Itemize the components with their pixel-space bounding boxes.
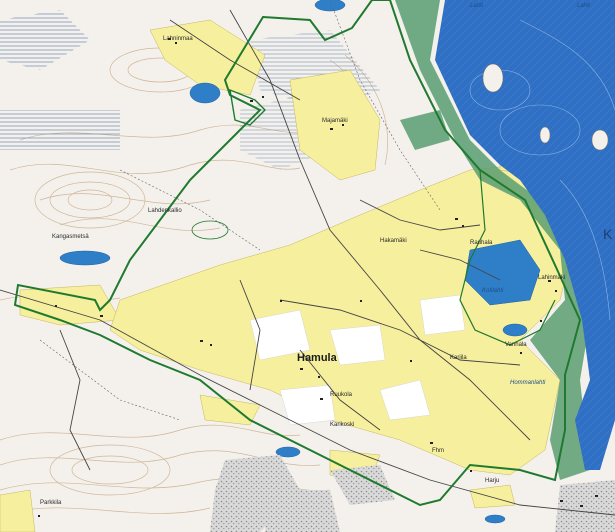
label-village-hamula: Hamula — [297, 352, 337, 364]
label-majamaki: Majamäki — [322, 118, 348, 124]
label-lahti-b: Lahti — [577, 3, 591, 9]
label-kotilahti: Kotilahti — [482, 288, 504, 294]
label-karila: Kariila — [450, 355, 467, 361]
rocky-areas — [210, 455, 615, 532]
label-hakamaki: Hakamäki — [380, 238, 407, 244]
label-rauhala: Rauhala — [470, 240, 493, 246]
label-lahdenkallio: Lahdenkallio — [148, 208, 182, 214]
shore-boundary — [459, 169, 556, 346]
sea-depth-lines — [469, 19, 615, 321]
roads-dashed — [39, 0, 441, 421]
small-boundary — [191, 220, 229, 240]
planning-boundary — [13, 0, 582, 507]
label-parkkila: Parkkila — [40, 500, 62, 506]
label-sea-letter: K — [603, 226, 613, 242]
label-vanhala: Vanhala — [505, 342, 527, 348]
label-kangasmetsa: Kangasmetsä — [52, 234, 89, 240]
sea — [398, 0, 615, 470]
label-fhm: Fhm — [432, 448, 444, 454]
inner-boundary — [229, 88, 266, 126]
shore-vegetation — [395, 0, 590, 480]
label-ruukola: Ruukola — [330, 392, 353, 398]
label-lahinmaki: Lahinmäki — [538, 275, 566, 281]
islands — [482, 63, 609, 151]
roads — [0, 9, 615, 516]
label-karikoski: Karikoski — [330, 422, 355, 428]
buildings — [38, 38, 598, 517]
label-harju: Harju — [485, 478, 500, 484]
label-hommanlahti: Hommanlahti — [510, 380, 546, 386]
label-lahti-a: Lahti — [470, 3, 484, 9]
label-lahninmaa: Lahninmaa — [163, 36, 193, 42]
lakes — [59, 0, 541, 524]
open-fields — [249, 294, 466, 426]
